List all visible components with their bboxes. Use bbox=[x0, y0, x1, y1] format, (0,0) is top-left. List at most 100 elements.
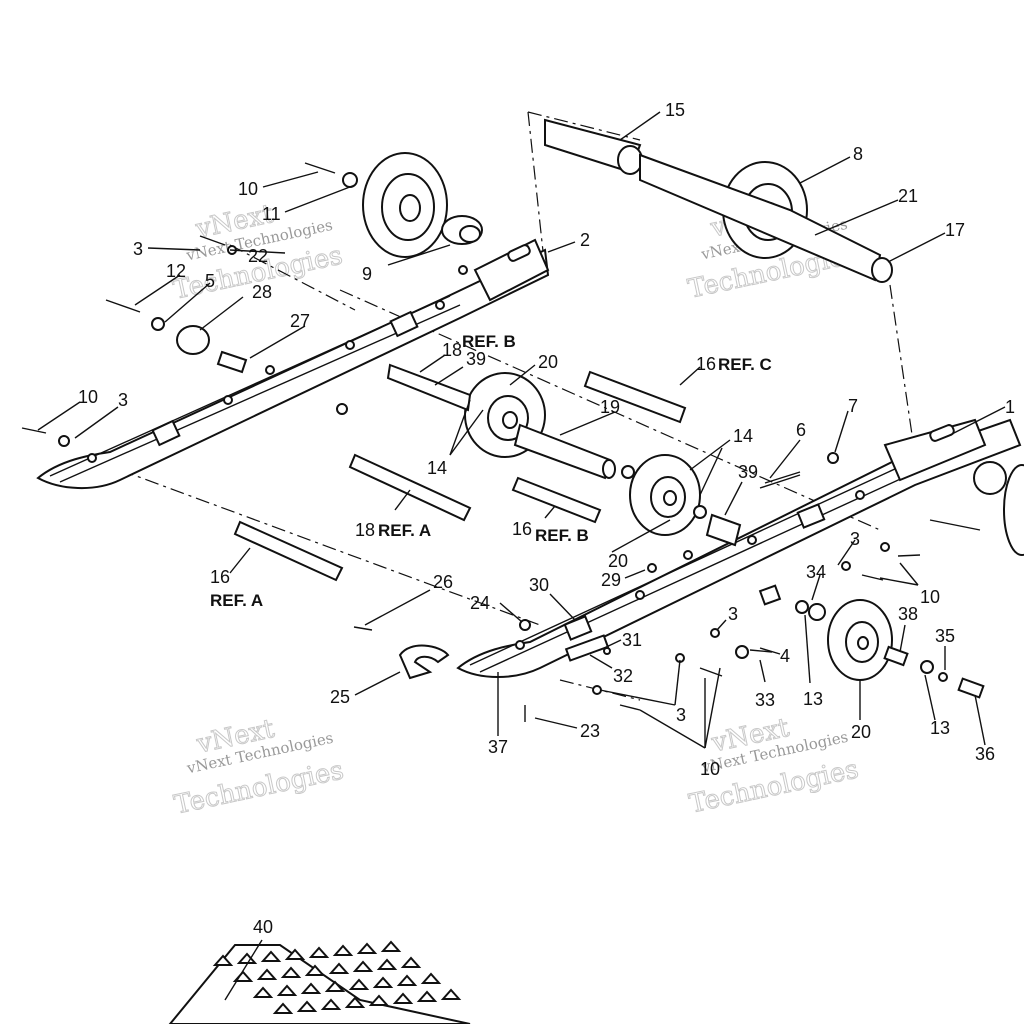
callout-14-a: 14 bbox=[427, 458, 447, 478]
track-lug bbox=[372, 976, 394, 988]
track-lug bbox=[380, 940, 402, 952]
bushing-39 bbox=[705, 513, 742, 547]
callout-2: 2 bbox=[580, 230, 590, 250]
track-lug bbox=[344, 996, 366, 1008]
track-lug bbox=[396, 974, 418, 986]
callout-11: 11 bbox=[262, 204, 281, 224]
tube-16-ref-c bbox=[583, 370, 687, 424]
callout-3-c: 3 bbox=[850, 529, 860, 549]
callout-16-a: 16 bbox=[210, 567, 230, 587]
callout-16-b: 16 bbox=[512, 519, 532, 539]
callout-24: 24 bbox=[470, 593, 490, 613]
wheel-edge-right bbox=[973, 461, 1024, 556]
callout-21: 21 bbox=[898, 186, 918, 206]
axle-15 bbox=[544, 118, 643, 175]
callout-3-e: 3 bbox=[676, 705, 686, 725]
callout-30: 30 bbox=[529, 575, 549, 595]
callout-35: 35 bbox=[935, 626, 955, 646]
callout-13-b: 13 bbox=[930, 718, 950, 738]
ref-a-mid: REF. A bbox=[378, 521, 431, 540]
callout-9: 9 bbox=[362, 264, 372, 284]
callout-5: 5 bbox=[205, 271, 215, 291]
callout-12: 12 bbox=[166, 261, 186, 281]
callout-23: 23 bbox=[580, 721, 600, 741]
track-lug bbox=[332, 944, 354, 956]
track-lug bbox=[256, 968, 278, 980]
track-lug bbox=[284, 948, 306, 960]
axle-18-ref-b bbox=[386, 363, 472, 412]
track-lug bbox=[260, 950, 282, 962]
track-lug bbox=[280, 966, 302, 978]
track-lug bbox=[272, 1002, 294, 1014]
callout-39-b: 39 bbox=[738, 462, 758, 482]
callout-1: 1 bbox=[1005, 397, 1015, 417]
track-lug bbox=[376, 958, 398, 970]
tube-18-ref-a bbox=[348, 453, 472, 522]
track-lug bbox=[416, 990, 438, 1002]
track-lug bbox=[308, 946, 330, 958]
callout-3-d: 3 bbox=[728, 604, 738, 624]
leader-lines bbox=[37, 111, 1006, 1001]
hardware bbox=[21, 162, 985, 722]
callout-19: 19 bbox=[600, 397, 620, 417]
callout-33: 33 bbox=[755, 690, 775, 710]
callout-6: 6 bbox=[796, 420, 806, 440]
callout-17: 17 bbox=[945, 220, 965, 240]
ref-c: REF. C bbox=[718, 355, 772, 374]
track-lug bbox=[440, 988, 462, 1000]
callout-36: 36 bbox=[975, 744, 995, 764]
wheel-20-lower bbox=[827, 599, 893, 681]
callout-27: 27 bbox=[290, 311, 310, 331]
ref-b-mid: REF. B bbox=[535, 526, 589, 545]
callout-20: 20 bbox=[538, 352, 558, 372]
callout-10-d: 10 bbox=[700, 759, 720, 779]
center-lines bbox=[119, 111, 916, 701]
ref-a-left: REF. A bbox=[210, 591, 263, 610]
callout-13-a: 13 bbox=[803, 689, 823, 709]
callout-18: 18 bbox=[442, 340, 462, 360]
callout-22: 22 bbox=[248, 246, 268, 266]
callout-38: 38 bbox=[898, 604, 918, 624]
axle-21 bbox=[639, 153, 893, 283]
track-40 bbox=[168, 940, 471, 1024]
track-lug bbox=[296, 1000, 318, 1012]
spacer-27 bbox=[216, 350, 248, 374]
callout-20-c: 20 bbox=[851, 722, 871, 742]
callout-18-a: 18 bbox=[355, 520, 375, 540]
callout-10: 10 bbox=[238, 179, 258, 199]
wheel-22 bbox=[362, 152, 448, 258]
callout-15: 15 bbox=[665, 100, 685, 120]
spacer-28 bbox=[176, 325, 210, 355]
watermark-bottom-left: vNext vNext Technologies Technologies bbox=[171, 713, 347, 821]
callout-4: 4 bbox=[780, 646, 790, 666]
tube-16-ref-a bbox=[233, 520, 344, 582]
callout-40: 40 bbox=[253, 917, 273, 937]
left-slide-rail bbox=[36, 238, 550, 489]
callout-7: 7 bbox=[848, 396, 858, 416]
callout-labels: 15 8 21 17 10 11 22 9 2 3 12 5 28 27 18 … bbox=[78, 100, 1015, 937]
callout-20-b: 20 bbox=[608, 551, 628, 571]
callout-32: 32 bbox=[613, 666, 633, 686]
bushing-9 bbox=[441, 215, 483, 245]
callout-3-b: 3 bbox=[118, 390, 128, 410]
track-lug bbox=[400, 956, 422, 968]
callout-31: 31 bbox=[622, 630, 642, 650]
callout-10-c: 10 bbox=[920, 587, 940, 607]
callout-39: 39 bbox=[466, 349, 486, 369]
track-lug bbox=[320, 998, 342, 1010]
track-lug bbox=[304, 964, 326, 976]
callout-25: 25 bbox=[330, 687, 350, 707]
track-lug bbox=[356, 942, 378, 954]
callout-26: 26 bbox=[433, 572, 453, 592]
right-slide-rail bbox=[456, 418, 1022, 678]
track-lug bbox=[420, 972, 442, 984]
callout-3: 3 bbox=[133, 239, 143, 259]
axle-19 bbox=[513, 423, 616, 480]
track-lug bbox=[392, 992, 414, 1004]
track-lug bbox=[348, 978, 370, 990]
track-lug bbox=[352, 960, 374, 972]
track-lug bbox=[252, 986, 274, 998]
callout-29: 29 bbox=[601, 570, 621, 590]
track-lug bbox=[328, 962, 350, 974]
